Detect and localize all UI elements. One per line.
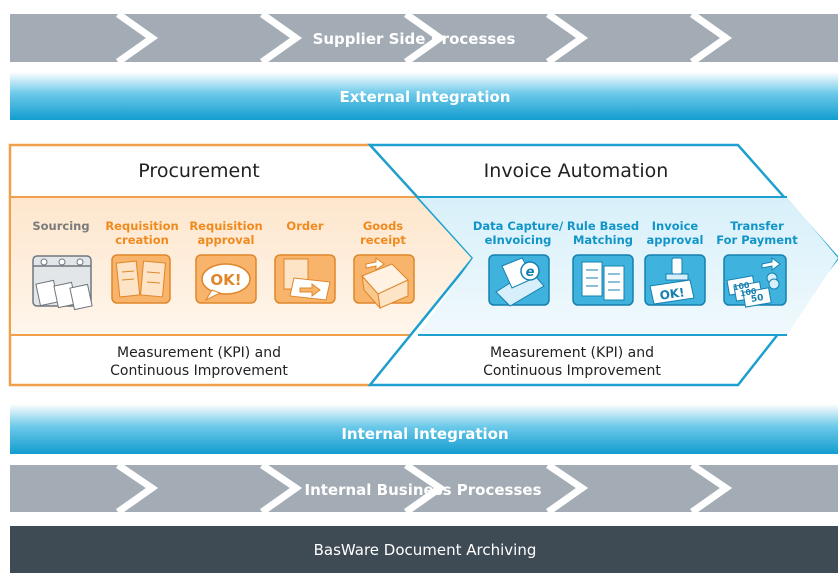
internal-business-band: Internal Business Processes (10, 462, 838, 515)
procurement-section: Procurement Sourcing Requisition creatio… (8, 143, 475, 387)
goods-receipt-icon (353, 254, 415, 310)
procurement-kpi-line-1: Measurement (KPI) and (117, 345, 281, 361)
step-label-transfer-payment-2: For Payment (716, 233, 798, 247)
requisition-approval-icon: OK! (195, 254, 257, 304)
external-integration-band: External Integration (10, 72, 838, 120)
rule-matching-icon (572, 254, 634, 306)
procurement-title: Procurement (138, 160, 259, 182)
external-band-background (10, 72, 838, 120)
external-band-label: External Integration (340, 88, 511, 106)
transfer-note-1-text: 100 (732, 281, 750, 293)
internal-business-chevron-dividers (115, 462, 733, 515)
internal-integration-band: Internal Integration (10, 404, 838, 454)
data-capture-icon: e (488, 254, 550, 307)
internal-business-label: Internal Business Processes (305, 481, 542, 499)
step-label-requisition-approval-1: Requisition (189, 219, 262, 233)
internal-integration-background (10, 404, 838, 454)
invoice-kpi-line-2: Continuous Improvement (483, 363, 661, 379)
step-label-transfer-payment-1: Transfer (730, 219, 784, 233)
step-label-data-capture-2: eInvoicing (485, 233, 552, 247)
step-label-requisition-creation-2: creation (115, 233, 169, 247)
step-label-sourcing: Sourcing (32, 219, 89, 233)
step-label-requisition-approval-2: approval (198, 233, 255, 247)
invoice-approval-icon: OK! (644, 254, 706, 306)
step-label-goods-receipt-1: Goods (363, 219, 403, 233)
step-label-data-capture-1: Data Capture/ (473, 219, 564, 233)
transfer-note-2-text: 100 (739, 287, 757, 299)
supplier-band-label: Supplier Side Processes (313, 30, 516, 48)
order-icon (274, 254, 336, 304)
invoice-automation-title: Invoice Automation (484, 160, 669, 182)
archiving-background (10, 526, 838, 573)
supplier-side-band: Supplier Side Processes (10, 11, 838, 65)
procurement-kpi-line-2: Continuous Improvement (110, 363, 288, 379)
step-label-goods-receipt-2: receipt (360, 233, 406, 247)
invoice-approval-ok-text: OK! (659, 285, 686, 302)
archiving-band: BasWare Document Archiving (10, 526, 838, 573)
archiving-label: BasWare Document Archiving (314, 541, 537, 559)
step-label-order: Order (286, 219, 323, 233)
step-label-invoice-approval-1: Invoice (652, 219, 699, 233)
step-label-rule-matching-2: Matching (573, 233, 633, 247)
internal-integration-label: Internal Integration (341, 425, 508, 443)
requisition-approval-ok-text: OK! (210, 271, 241, 289)
transfer-note-3-text: 50 (750, 293, 764, 305)
supplier-chevron-dividers (115, 11, 733, 65)
step-label-requisition-creation-1: Requisition (105, 219, 178, 233)
invoice-kpi-line-1: Measurement (KPI) and (490, 345, 654, 361)
svg-text:e: e (526, 265, 535, 280)
step-label-rule-matching-1: Rule Based (567, 219, 639, 233)
transfer-payment-icon: 100 100 50 (723, 254, 787, 308)
step-label-invoice-approval-2: approval (647, 233, 704, 247)
invoice-automation-section: Invoice Automation Data Capture/ eInvoic… (367, 143, 838, 387)
sourcing-icon (32, 255, 93, 311)
requisition-creation-icon (111, 254, 171, 304)
